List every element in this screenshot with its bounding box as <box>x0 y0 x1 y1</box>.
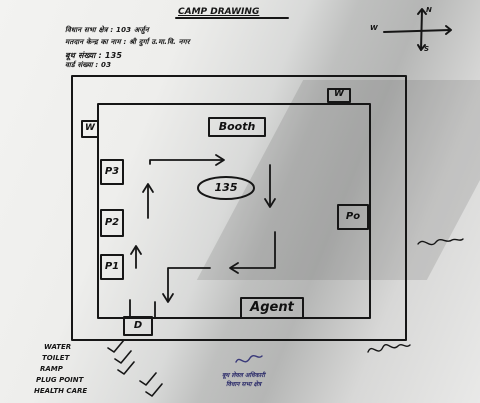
right-signature <box>417 238 464 246</box>
room-booth-label: Booth <box>218 120 256 133</box>
header-line-assembly: विधान सभा क्षेत्र : 103 अर्जुन <box>65 26 149 34</box>
stamp-signature <box>235 355 263 363</box>
room-p1-label: P1 <box>104 261 120 272</box>
room-door-label: D <box>133 320 143 331</box>
bottom-right-signature <box>367 344 411 353</box>
room-water-left-box <box>81 120 99 138</box>
checklist-item-ramp: RAMP <box>40 365 63 373</box>
room-p3-label: P3 <box>104 166 120 177</box>
header-line-station-name: मतदान केन्द्र का नाम : श्री दुर्गा उ.मा.… <box>65 38 190 46</box>
checklist-ticks <box>107 339 163 397</box>
compass-south-label: S <box>424 45 430 53</box>
room-p3-box <box>100 159 124 185</box>
header-line-ward-no: वार्ड संख्या : 03 <box>65 61 112 69</box>
room-p1-box <box>100 254 124 280</box>
room-agent-box <box>240 297 304 319</box>
room-water-top-label: W <box>334 89 344 99</box>
room-water-top-box <box>327 88 351 103</box>
booth-number-label: 135 <box>214 181 238 194</box>
stamp-line-1: बूथ लेवल अधिकारी <box>222 372 265 379</box>
outer-boundary <box>71 75 407 341</box>
room-p2-box <box>100 209 124 237</box>
compass-north-label: N <box>426 6 432 14</box>
checklist-item-water: WATER <box>44 343 72 351</box>
checklist-item-plug-point: PLUG POINT <box>36 376 84 384</box>
voter-flow-arrows <box>129 154 276 319</box>
room-po-box <box>337 204 369 230</box>
room-p2-label: P2 <box>104 217 120 228</box>
booth-number-oval <box>197 176 255 200</box>
room-agent-label: Agent <box>250 300 294 315</box>
compass-west-label: W <box>370 24 378 32</box>
room-po-label: Po <box>345 211 361 222</box>
room-booth-box <box>208 117 266 137</box>
sheet-title: CAMP DRAWING <box>178 7 260 17</box>
checklist-item-health-care: HEALTH CARE <box>34 387 88 395</box>
stamp-line-2: विधान सभा क्षेत्र <box>226 381 262 388</box>
inner-boundary <box>97 103 371 319</box>
room-door-box <box>123 316 153 336</box>
checklist-item-toilet: TOILET <box>42 354 70 362</box>
header-line-booth-no: बूथ संख्या : 135 <box>65 51 123 60</box>
compass-icon <box>383 8 452 51</box>
room-water-left-label: W <box>85 123 95 133</box>
